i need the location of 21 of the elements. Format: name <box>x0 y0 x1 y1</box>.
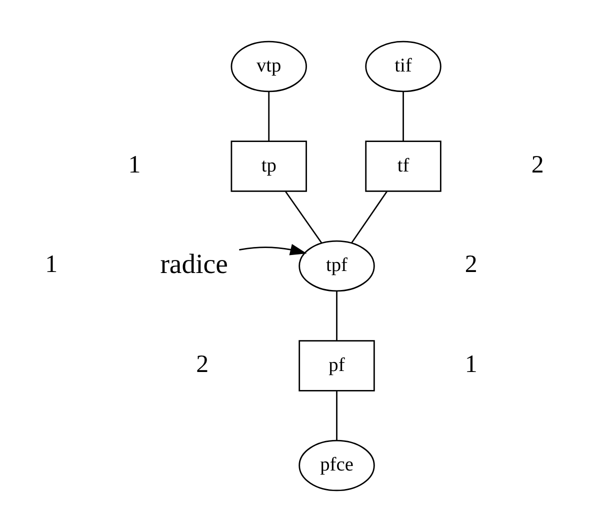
node-box: tf <box>365 140 442 192</box>
node-box: tp <box>230 140 307 192</box>
label: 2 <box>531 150 544 178</box>
arrow <box>239 243 307 255</box>
node-ellipse: pfce <box>298 439 375 491</box>
connector <box>268 91 270 141</box>
node-ellipse: vtp <box>230 40 307 92</box>
node-ellipse: tif <box>365 40 442 92</box>
node-box: pf <box>298 340 375 391</box>
connector <box>336 390 338 440</box>
label: 1 <box>128 150 141 178</box>
connector <box>285 190 322 243</box>
label: 1 <box>464 350 478 378</box>
label: 2 <box>196 350 209 378</box>
connector <box>351 190 388 243</box>
connector <box>336 290 338 340</box>
label: 1 <box>45 250 58 278</box>
node-ellipse: tpf <box>298 240 375 292</box>
connector <box>402 91 404 141</box>
node-text: radice <box>160 247 228 278</box>
label: 2 <box>464 250 478 278</box>
